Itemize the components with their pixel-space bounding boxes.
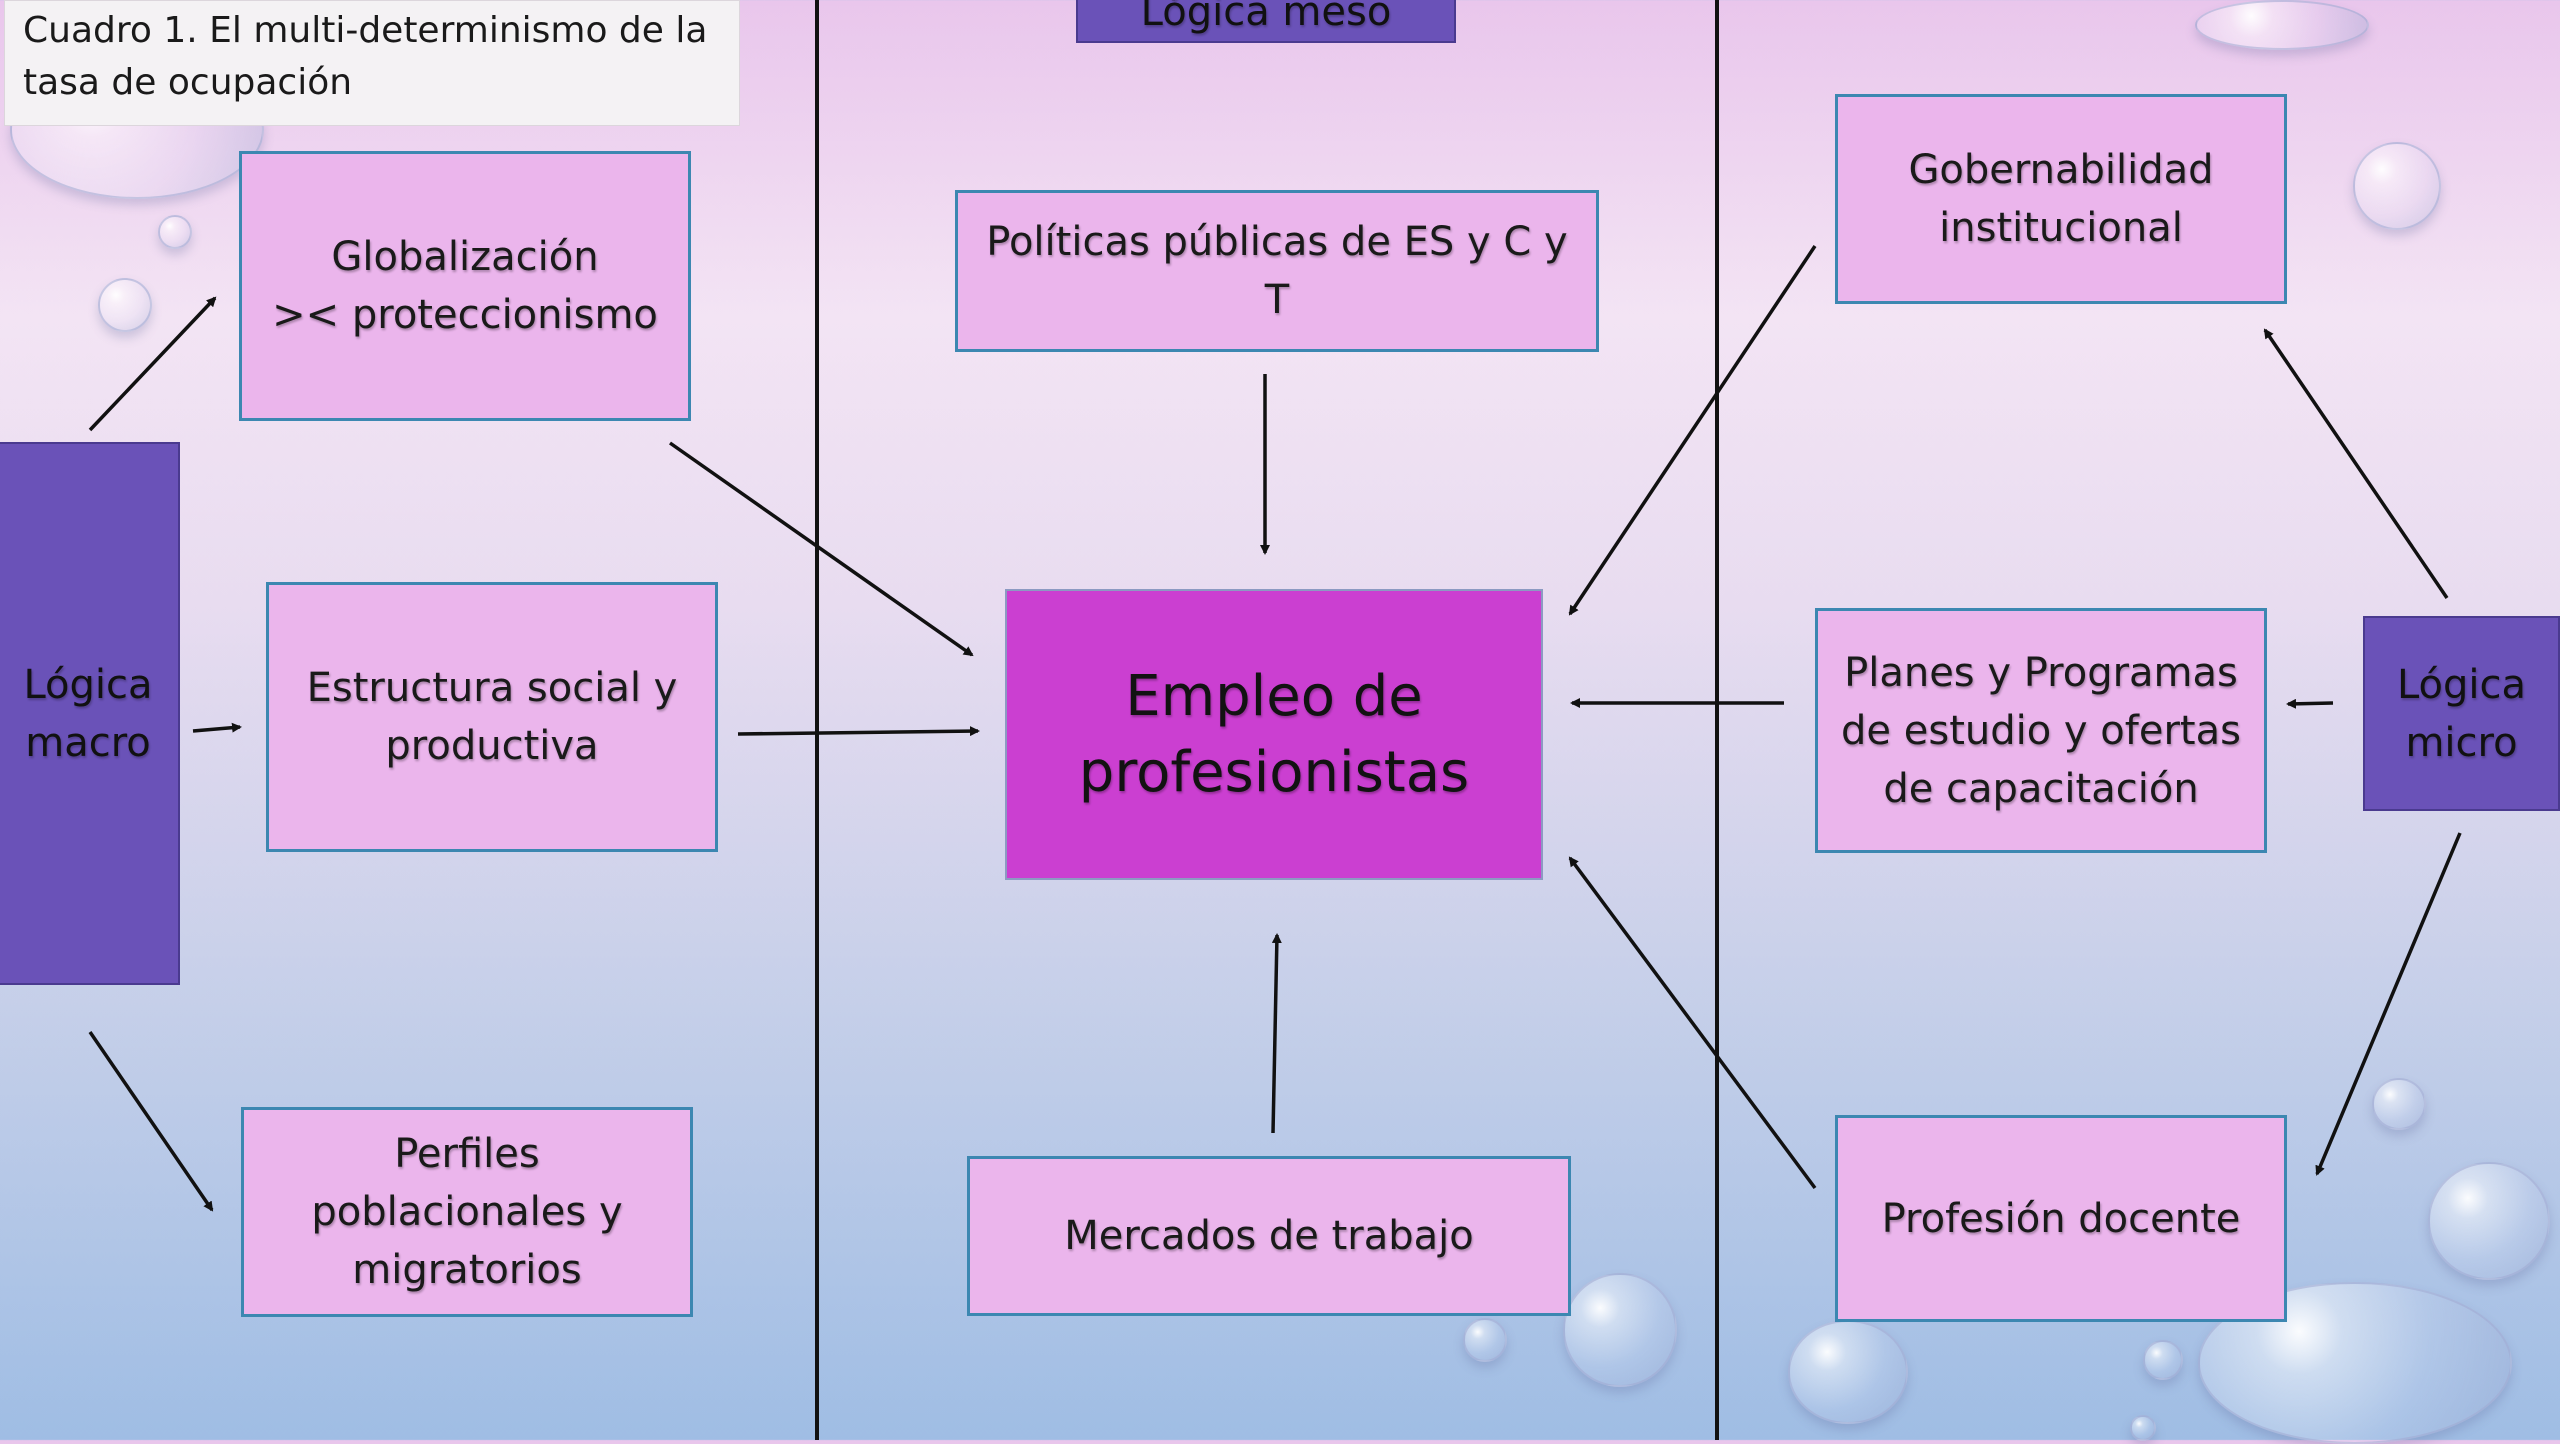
perfiles-box: Perfiles poblacionales y migratorios — [241, 1107, 693, 1317]
arrow-micro-to-gobernabilidad — [2263, 328, 2449, 599]
arrow-mercados-to-empleo — [1271, 933, 1282, 1134]
globalizacion-box: Globalización >< proteccionismo — [239, 151, 691, 421]
arrow-macro-to-globalizacion — [88, 296, 217, 432]
arrow-macro-to-estructura — [192, 722, 242, 733]
arrow-globalizacion-to-empleo — [668, 441, 974, 657]
figure-caption: Cuadro 1. El multi-determinismo de la ta… — [4, 0, 740, 126]
arrow-macro-to-perfiles — [88, 1031, 214, 1212]
profesion-docente-box: Profesión docente — [1835, 1115, 2287, 1322]
bubble-decoration — [98, 278, 152, 332]
bubble-decoration — [2353, 142, 2441, 230]
bubble-decoration — [2428, 1162, 2550, 1280]
arrow-micro-to-planes — [2286, 698, 2334, 709]
bubble-decoration — [2130, 1415, 2156, 1441]
empleo-profesionistas-box: Empleo de profesionistas — [1005, 589, 1543, 880]
arrow-estructura-to-empleo — [737, 726, 980, 737]
bubble-decoration — [1463, 1318, 1507, 1362]
planes-box: Planes y Programas de estudio y ofertas … — [1815, 608, 2267, 853]
bubble-decoration — [2143, 1340, 2183, 1380]
logic-micro-label: Lógica micro — [2363, 616, 2560, 811]
bubble-decoration — [158, 215, 192, 249]
gobernabilidad-box: Gobernabilidad institucional — [1835, 94, 2287, 304]
estructura-social-box: Estructura social y productiva — [266, 582, 718, 852]
arrow-gobernabilidad-to-empleo — [1568, 245, 1817, 616]
bubble-decoration — [2372, 1078, 2426, 1130]
divider-left — [815, 0, 819, 1440]
politicas-box: Políticas públicas de ES y C y T — [955, 190, 1599, 352]
bubble-decoration — [2195, 0, 2369, 50]
divider-right — [1715, 0, 1719, 1440]
bubble-decoration — [1563, 1273, 1677, 1387]
arrow-profesion-to-empleo — [1568, 856, 1817, 1190]
logic-meso-label: Lógica meso — [1076, 0, 1456, 43]
mercados-box: Mercados de trabajo — [967, 1156, 1571, 1316]
logic-macro-label: Lógica macro — [0, 442, 180, 985]
arrow-micro-to-profesion — [2315, 832, 2462, 1176]
